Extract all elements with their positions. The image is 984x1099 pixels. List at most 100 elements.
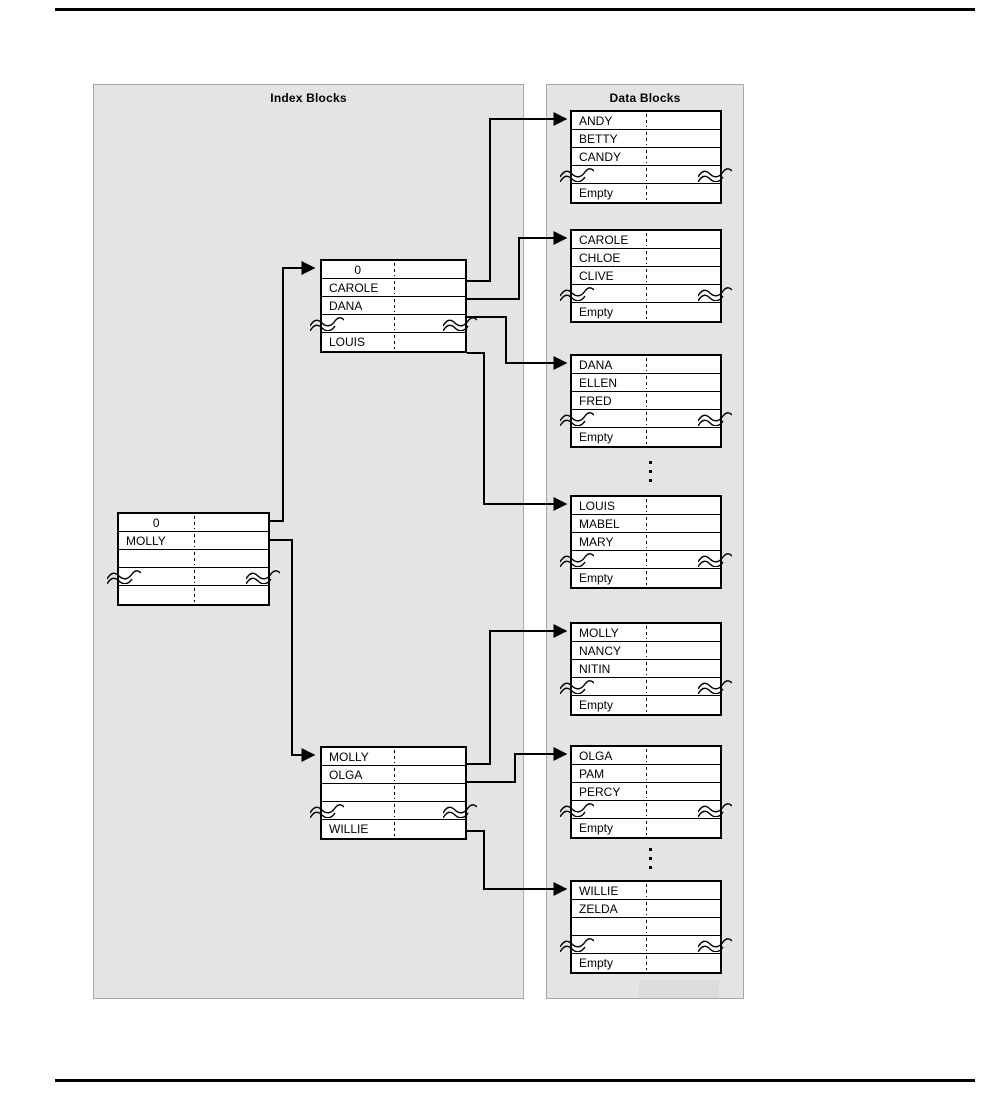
block-row[interactable]: MOLLY bbox=[572, 624, 720, 642]
block-row[interactable]: OLGA bbox=[322, 766, 465, 784]
block-row-label: CAROLE bbox=[329, 281, 379, 295]
block-row-label: MOLLY bbox=[329, 750, 369, 764]
block-row[interactable]: Empty bbox=[572, 184, 720, 202]
block-row-label: WILLIE bbox=[579, 884, 619, 898]
block-row-tear[interactable] bbox=[560, 166, 732, 184]
data-block-dana[interactable]: DANA ELLEN FRED Empty bbox=[560, 354, 732, 448]
block-row-tear[interactable] bbox=[560, 936, 732, 954]
block-row[interactable]: LOUIS bbox=[572, 497, 720, 515]
block-row-divider bbox=[646, 956, 647, 970]
block-row-label: OLGA bbox=[329, 768, 363, 782]
block-row-divider bbox=[646, 132, 647, 145]
block-row[interactable]: Empty bbox=[572, 303, 720, 321]
block-row-tear[interactable] bbox=[560, 285, 732, 303]
block-row[interactable]: ANDY bbox=[572, 112, 720, 130]
panel-shadow-artifact bbox=[639, 980, 719, 998]
block-row-tear[interactable] bbox=[107, 568, 280, 586]
data-block-willie[interactable]: WILLIE ZELDA Empty bbox=[560, 880, 732, 974]
block-row[interactable] bbox=[322, 784, 465, 802]
block-row-divider bbox=[646, 749, 647, 762]
block-row-label: MOLLY bbox=[579, 626, 619, 640]
dot bbox=[649, 848, 652, 851]
data-block-molly[interactable]: MOLLY NANCY NITIN Empty bbox=[560, 622, 732, 716]
block-row-divider bbox=[646, 269, 647, 282]
block-row-label: DANA bbox=[579, 358, 613, 372]
block-row-divider bbox=[646, 251, 647, 264]
block-row[interactable]: NITIN bbox=[572, 660, 720, 678]
block-row-tear[interactable] bbox=[560, 678, 732, 696]
block-row[interactable]: CAROLE bbox=[322, 279, 465, 297]
block-row[interactable]: PERCY bbox=[572, 783, 720, 801]
block-row[interactable]: Empty bbox=[572, 819, 720, 837]
block-row-tear[interactable] bbox=[310, 315, 477, 333]
block-row[interactable] bbox=[119, 550, 268, 568]
block-row-divider bbox=[646, 803, 647, 816]
block-row-divider bbox=[393, 768, 395, 781]
block-row[interactable]: CHLOE bbox=[572, 249, 720, 267]
block-row-divider bbox=[646, 644, 647, 657]
ellipsis-upper bbox=[649, 461, 653, 488]
block-row[interactable]: BETTY bbox=[572, 130, 720, 148]
block-row-label: NANCY bbox=[579, 644, 622, 658]
block-row[interactable]: CLIVE bbox=[572, 267, 720, 285]
block-row-tear[interactable] bbox=[560, 801, 732, 819]
block-row-divider bbox=[646, 535, 647, 548]
block-row-divider bbox=[393, 786, 395, 799]
block-row[interactable]: ELLEN bbox=[572, 374, 720, 392]
block-row[interactable]: DANA bbox=[572, 356, 720, 374]
block-row[interactable]: OLGA bbox=[572, 747, 720, 765]
block-row-label: DANA bbox=[329, 299, 363, 313]
block-row-divider bbox=[646, 517, 647, 530]
block-row-label: OLGA bbox=[579, 749, 613, 763]
block-row[interactable]: Empty bbox=[572, 569, 720, 587]
dot bbox=[649, 470, 652, 473]
block-row-divider bbox=[646, 430, 647, 444]
block-row[interactable]: 0 bbox=[119, 514, 268, 532]
block-row[interactable]: FRED bbox=[572, 392, 720, 410]
block-row[interactable]: MABEL bbox=[572, 515, 720, 533]
block-row[interactable]: NANCY bbox=[572, 642, 720, 660]
block-row-label: LOUIS bbox=[579, 499, 616, 513]
block-row[interactable]: ZELDA bbox=[572, 900, 720, 918]
block-row[interactable]: 0 bbox=[322, 261, 465, 279]
block-row[interactable]: PAM bbox=[572, 765, 720, 783]
block-row-label: Empty bbox=[579, 186, 614, 200]
index-block-branch-lower[interactable]: MOLLY OLGA WILLIE bbox=[310, 746, 477, 840]
block-row-divider bbox=[646, 168, 647, 181]
block-row[interactable]: CANDY bbox=[572, 148, 720, 166]
block-row-label: FRED bbox=[579, 394, 612, 408]
block-row-divider bbox=[646, 186, 647, 200]
block-row[interactable]: Empty bbox=[572, 954, 720, 972]
block-row[interactable] bbox=[119, 586, 268, 604]
page-rule-top bbox=[55, 8, 975, 11]
block-row-label: LOUIS bbox=[329, 335, 366, 349]
block-row-divider bbox=[646, 553, 647, 566]
block-row[interactable]: DANA bbox=[322, 297, 465, 315]
block-row-tear[interactable] bbox=[560, 410, 732, 428]
block-row-label: ANDY bbox=[579, 114, 613, 128]
block-row[interactable]: MOLLY bbox=[322, 748, 465, 766]
block-row-label: Empty bbox=[579, 956, 614, 970]
block-row-tear[interactable] bbox=[310, 802, 477, 820]
block-row-tear[interactable] bbox=[560, 551, 732, 569]
block-row[interactable]: Empty bbox=[572, 696, 720, 714]
block-row-divider bbox=[646, 571, 647, 585]
block-row[interactable] bbox=[572, 918, 720, 936]
block-row-divider bbox=[646, 150, 647, 163]
block-row[interactable]: WILLIE bbox=[572, 882, 720, 900]
block-row[interactable]: MOLLY bbox=[119, 532, 268, 550]
block-row-label: CANDY bbox=[579, 150, 622, 164]
block-row[interactable]: LOUIS bbox=[322, 333, 465, 351]
block-row[interactable]: MARY bbox=[572, 533, 720, 551]
block-row[interactable]: Empty bbox=[572, 428, 720, 446]
block-row[interactable]: CAROLE bbox=[572, 231, 720, 249]
block-row-divider bbox=[393, 822, 395, 836]
data-block-andy[interactable]: ANDY BETTY CANDY Empty bbox=[560, 110, 732, 204]
block-row[interactable]: WILLIE bbox=[322, 820, 465, 838]
block-row-divider bbox=[646, 884, 647, 897]
